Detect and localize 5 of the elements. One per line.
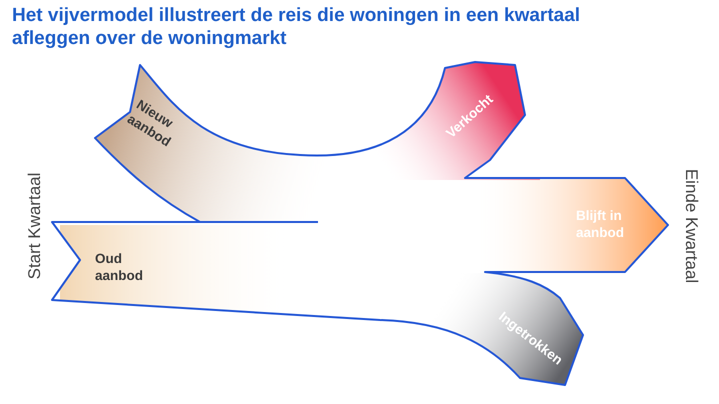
axis-caption: Start Kwartaal [25, 172, 45, 282]
title: Het vijvermodel illustreert de reis die woningen in een kwartaal afleggen over de woningmarkt [12, 4, 582, 50]
flow-label: Blijft in aanbod [576, 207, 646, 241]
flow-label: Oud aanbod [95, 250, 165, 284]
axis-caption: Einde Kwartaal [681, 168, 701, 286]
